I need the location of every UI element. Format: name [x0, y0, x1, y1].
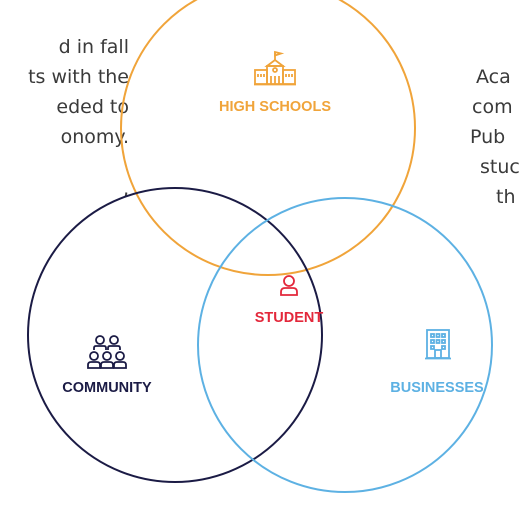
office-building-icon [425, 329, 451, 360]
left-text-line-1: d in fall [58, 36, 129, 58]
right-text-line-5: th [496, 186, 516, 208]
community-label: COMMUNITY [62, 380, 152, 396]
school-building-icon [254, 50, 296, 86]
student-label: STUDENT [254, 310, 324, 326]
businesses-circle [197, 197, 493, 493]
left-text-line-6: , [122, 178, 129, 200]
right-text-line-3: Pub [470, 126, 506, 148]
right-text-line-4: stuc [480, 156, 520, 178]
left-text-line-4: onomy. [60, 126, 129, 148]
community-circle [27, 187, 323, 483]
right-text-line-2: com [472, 96, 513, 118]
right-text-line-1: Aca [476, 66, 511, 88]
person-icon [280, 275, 298, 296]
left-text-line-2: ts with the [28, 66, 129, 88]
high-schools-circle [120, 0, 416, 276]
left-text-line-3: eded to [56, 96, 129, 118]
high-schools-label: HIGH SCHOOLS [219, 99, 331, 115]
businesses-label: BUSINESSES [390, 380, 484, 396]
people-group-icon [87, 335, 127, 369]
